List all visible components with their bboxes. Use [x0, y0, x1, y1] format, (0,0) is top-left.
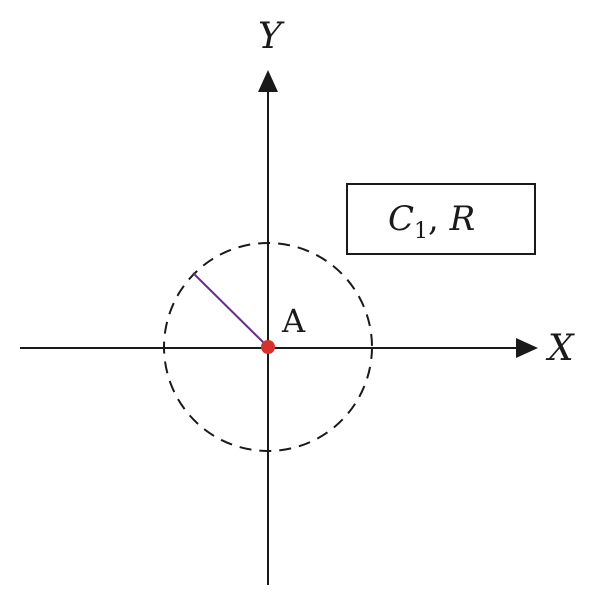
y-axis-label: Y — [258, 16, 285, 57]
c-subscript: 1 — [414, 219, 428, 244]
label-box-text: C1, R — [388, 199, 475, 244]
radius-line — [192, 272, 269, 348]
x-axis-label: X — [545, 328, 575, 369]
c-letter: C — [388, 199, 414, 239]
point-label-a: A — [281, 302, 306, 340]
label-box — [346, 183, 536, 255]
center-point-a — [261, 340, 275, 354]
separator: , — [428, 199, 450, 239]
y-axis-arrowhead — [258, 70, 278, 92]
dashed-circle — [163, 242, 373, 452]
x-axis-arrowhead — [516, 338, 538, 358]
r-letter: R — [449, 199, 476, 239]
